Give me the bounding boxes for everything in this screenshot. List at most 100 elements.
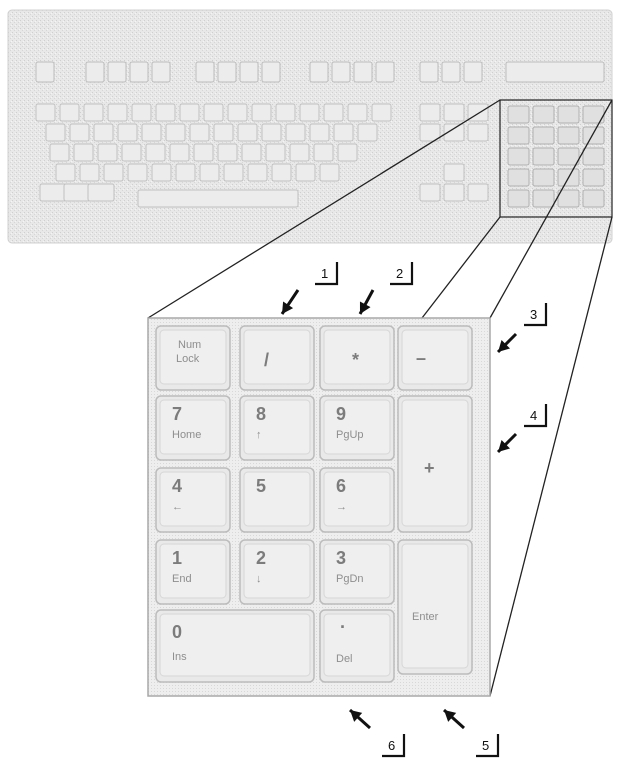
key-2: 2↓ [239,539,315,605]
key-1-main: 1 [172,548,182,568]
key-4: 4← [155,467,231,533]
minus-label: – [416,348,426,368]
key-decimal: .Del [319,609,395,683]
numpad-mini-key [507,168,530,187]
function-key [35,61,55,83]
callout-frame [315,262,339,286]
keyboard-key [213,123,234,142]
keyboard-key [271,163,292,182]
zoom-lines [147,99,613,697]
zoom-line-top-right [489,99,613,319]
keyboard-key [121,143,142,162]
callout-number: 6 [388,738,395,753]
keyboard-key [247,163,268,182]
function-key [353,61,373,83]
keyboard-key [313,143,334,162]
numpad-mini-key [532,147,555,166]
full-keyboard [7,9,613,244]
key-5: 5 [239,467,315,533]
zoom-line-inner [421,216,501,319]
navigation-key [443,183,465,202]
keyboard-key [145,143,166,162]
numpad-mini-key [507,105,530,124]
keyboard-key [357,123,378,142]
keyboard-key [217,143,238,162]
key-2-main: 2 [256,548,266,568]
key-minus: – [397,325,473,391]
key-divide: / [239,325,315,391]
key-decimal-sub: Del [336,653,353,665]
keyboard-key [49,143,70,162]
key-5-main: 5 [256,476,266,496]
keyboard-key [323,103,344,122]
keyboard-key [169,143,190,162]
keyboard-key [155,103,176,122]
numpad-mini-key [557,147,580,166]
function-key [107,61,127,83]
callout-1: 1 [280,262,339,315]
function-key [331,61,351,83]
function-key [217,61,237,83]
callout-2: 2 [358,262,414,315]
key-4-main: 4 [172,476,182,496]
keyboard-key [309,123,330,142]
keyboard-key [285,123,306,142]
keyboard-key [347,103,368,122]
space-bar [137,189,299,208]
keyboard-key [241,143,262,162]
function-key [419,61,439,83]
numpad-mini-key [557,105,580,124]
keyboard-key [189,123,210,142]
keyboard-key [251,103,272,122]
key-multiply: * [319,325,395,391]
keyboard-key [265,143,286,162]
function-key [195,61,215,83]
keyboard-key [39,183,67,202]
navigation-key [467,123,489,142]
keyboard-key [165,123,186,142]
callout-arrow-head [359,301,371,314]
key-0-main: 0 [172,622,182,642]
navigation-key [419,183,441,202]
navigation-key [443,103,465,122]
multiply-label: * [352,350,359,370]
keyboard-key [371,103,392,122]
callout-5: 5 [442,708,500,758]
num-lock-line1: Num [178,339,201,351]
keyboard-key [87,183,115,202]
numpad-mini-key [532,105,555,124]
keyboard-key [69,123,90,142]
callout-arrow-head [498,339,511,352]
callout-number: 2 [396,266,403,281]
key-6-sub: → [336,501,347,513]
keyboard-key [127,163,148,182]
callout-number: 1 [321,266,328,281]
divide-label: / [264,350,269,370]
function-key [463,61,483,83]
keyboard-key [35,103,56,122]
function-key [375,61,395,83]
numpad-mini-key [582,168,605,187]
keyboard-key [289,143,310,162]
keyboard-key [203,103,224,122]
key-6-main: 6 [336,476,346,496]
numpad-mini-key [532,126,555,145]
keyboard-key [103,163,124,182]
callout-6: 6 [348,708,406,758]
callout-number: 5 [482,738,489,753]
callout-4: 4 [496,404,548,454]
keyboard-key [59,103,80,122]
key-2-sub: ↓ [256,573,262,585]
numpad-highlight-box [499,99,613,218]
key-3-sub: PgDn [336,573,364,585]
callout-arrow-head [282,301,294,314]
keyboard-key [175,163,196,182]
function-key [441,61,461,83]
keyboard-key [97,143,118,162]
keyboard-key [117,123,138,142]
